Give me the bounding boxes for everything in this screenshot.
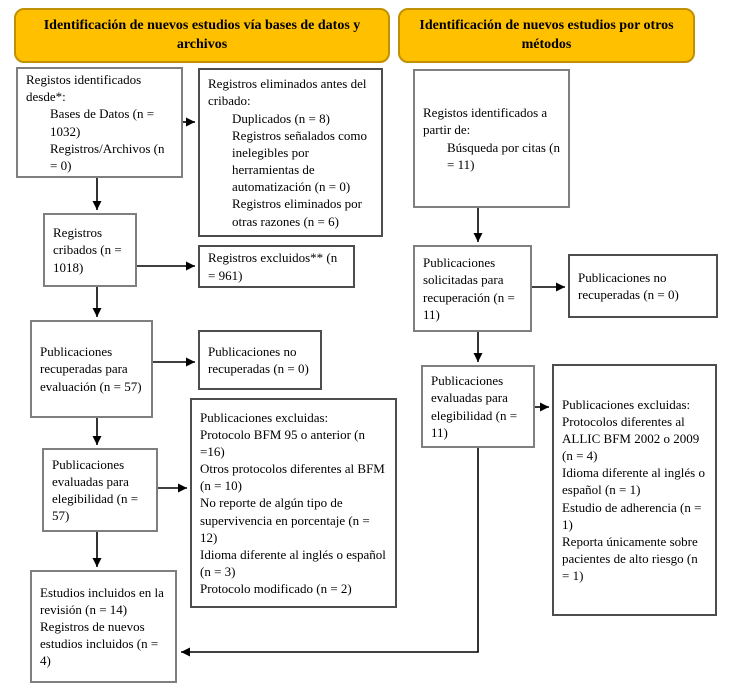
box-text: Registros cribados (n = 1018) xyxy=(53,225,122,275)
box-publications-not-retrieved-other: Publicaciones no recuperadas (n = 0) xyxy=(568,254,718,318)
box-publications-assessed-other: Publicaciones evaluadas para elegibilida… xyxy=(421,365,535,448)
box-line: No reporte de algún tipo de supervivenci… xyxy=(200,495,370,545)
box-publications-sought-other: Publicaciones solicitadas para recuperac… xyxy=(413,245,532,332)
box-line: Protocolo modificado (n = 2) xyxy=(200,581,352,597)
box-line: Idioma diferente al inglés o español (n … xyxy=(562,465,705,498)
box-intro: Registros eliminados antes del cribado: xyxy=(208,76,367,109)
box-records-removed-before-screening: Registros eliminados antes del cribado: … xyxy=(198,68,383,237)
box-item: Búsqueda por citas (n = 11) xyxy=(447,139,561,172)
box-item: Registros/Archivos (n = 0) xyxy=(50,140,165,173)
box-line: Protocolos diferentes al ALLIC BFM 2002 … xyxy=(562,413,700,464)
box-publications-excluded-other: Publicaciones excluidas: Protocolos dife… xyxy=(552,364,717,616)
box-item: Bases de Datos (n = 1032) xyxy=(50,106,155,139)
box-item: Duplicados (n = 8) xyxy=(232,110,330,126)
box-text: Publicaciones evaluadas para elegibilida… xyxy=(52,456,139,524)
header-databases: Identificación de nuevos estudios vía ba… xyxy=(14,8,390,63)
box-line: Registros de nuevos estudios incluidos (… xyxy=(40,618,159,669)
box-publications-retrieved: Publicaciones recuperadas para evaluació… xyxy=(30,320,153,418)
box-publications-excluded: Publicaciones excluidas: Protocolo BFM 9… xyxy=(190,398,397,608)
box-text: Registros excluidos** (n = 961) xyxy=(208,250,338,283)
box-publications-not-retrieved: Publicaciones no recuperadas (n = 0) xyxy=(198,330,322,390)
box-item: Registros eliminados por otras razones (… xyxy=(232,196,362,229)
header-other-methods-label: Identificación de nuevos estudios por ot… xyxy=(419,18,674,52)
box-records-excluded: Registros excluidos** (n = 961) xyxy=(198,245,355,288)
box-line: Reporta únicamente sobre pacientes de al… xyxy=(562,533,698,584)
box-item: Registros señalados como inelegibles por… xyxy=(232,127,368,195)
box-line: Otros protocolos diferentes al BFM (n = … xyxy=(200,461,385,494)
box-intro: Registos identificados a partir de: xyxy=(423,105,548,138)
box-text: Publicaciones solicitadas para recuperac… xyxy=(423,255,515,322)
box-text: Publicaciones no recuperadas (n = 0) xyxy=(578,269,679,302)
box-publications-assessed: Publicaciones evaluadas para elegibilida… xyxy=(42,448,158,532)
box-text: Publicaciones evaluadas para elegibilida… xyxy=(431,373,518,440)
box-intro: Registos identificados desde*: xyxy=(26,72,142,105)
box-records-identified-other: Registos identificados a partir de: Búsq… xyxy=(413,69,570,208)
box-line: Protocolo BFM 95 o anterior (n =16) xyxy=(200,426,366,459)
box-text: Publicaciones no recuperadas (n = 0) xyxy=(208,343,309,376)
box-line: Publicaciones excluidas: xyxy=(562,396,691,412)
box-line: Estudio de adherencia (n = 1) xyxy=(562,499,702,532)
header-databases-label: Identificación de nuevos estudios vía ba… xyxy=(43,18,361,52)
box-records-identified-databases: Registos identificados desde*: Bases de … xyxy=(16,67,183,178)
box-studies-included: Estudios incluidos en la revisión (n = 1… xyxy=(30,570,177,683)
box-line: Idioma diferente al inglés o español (n … xyxy=(200,546,386,580)
box-line: Estudios incluidos en la revisión (n = 1… xyxy=(40,584,164,617)
box-line: Publicaciones excluidas: xyxy=(200,409,329,425)
box-records-screened: Registros cribados (n = 1018) xyxy=(43,213,137,287)
header-other-methods: Identificación de nuevos estudios por ot… xyxy=(398,8,695,63)
box-text: Publicaciones recuperadas para evaluació… xyxy=(40,344,142,394)
